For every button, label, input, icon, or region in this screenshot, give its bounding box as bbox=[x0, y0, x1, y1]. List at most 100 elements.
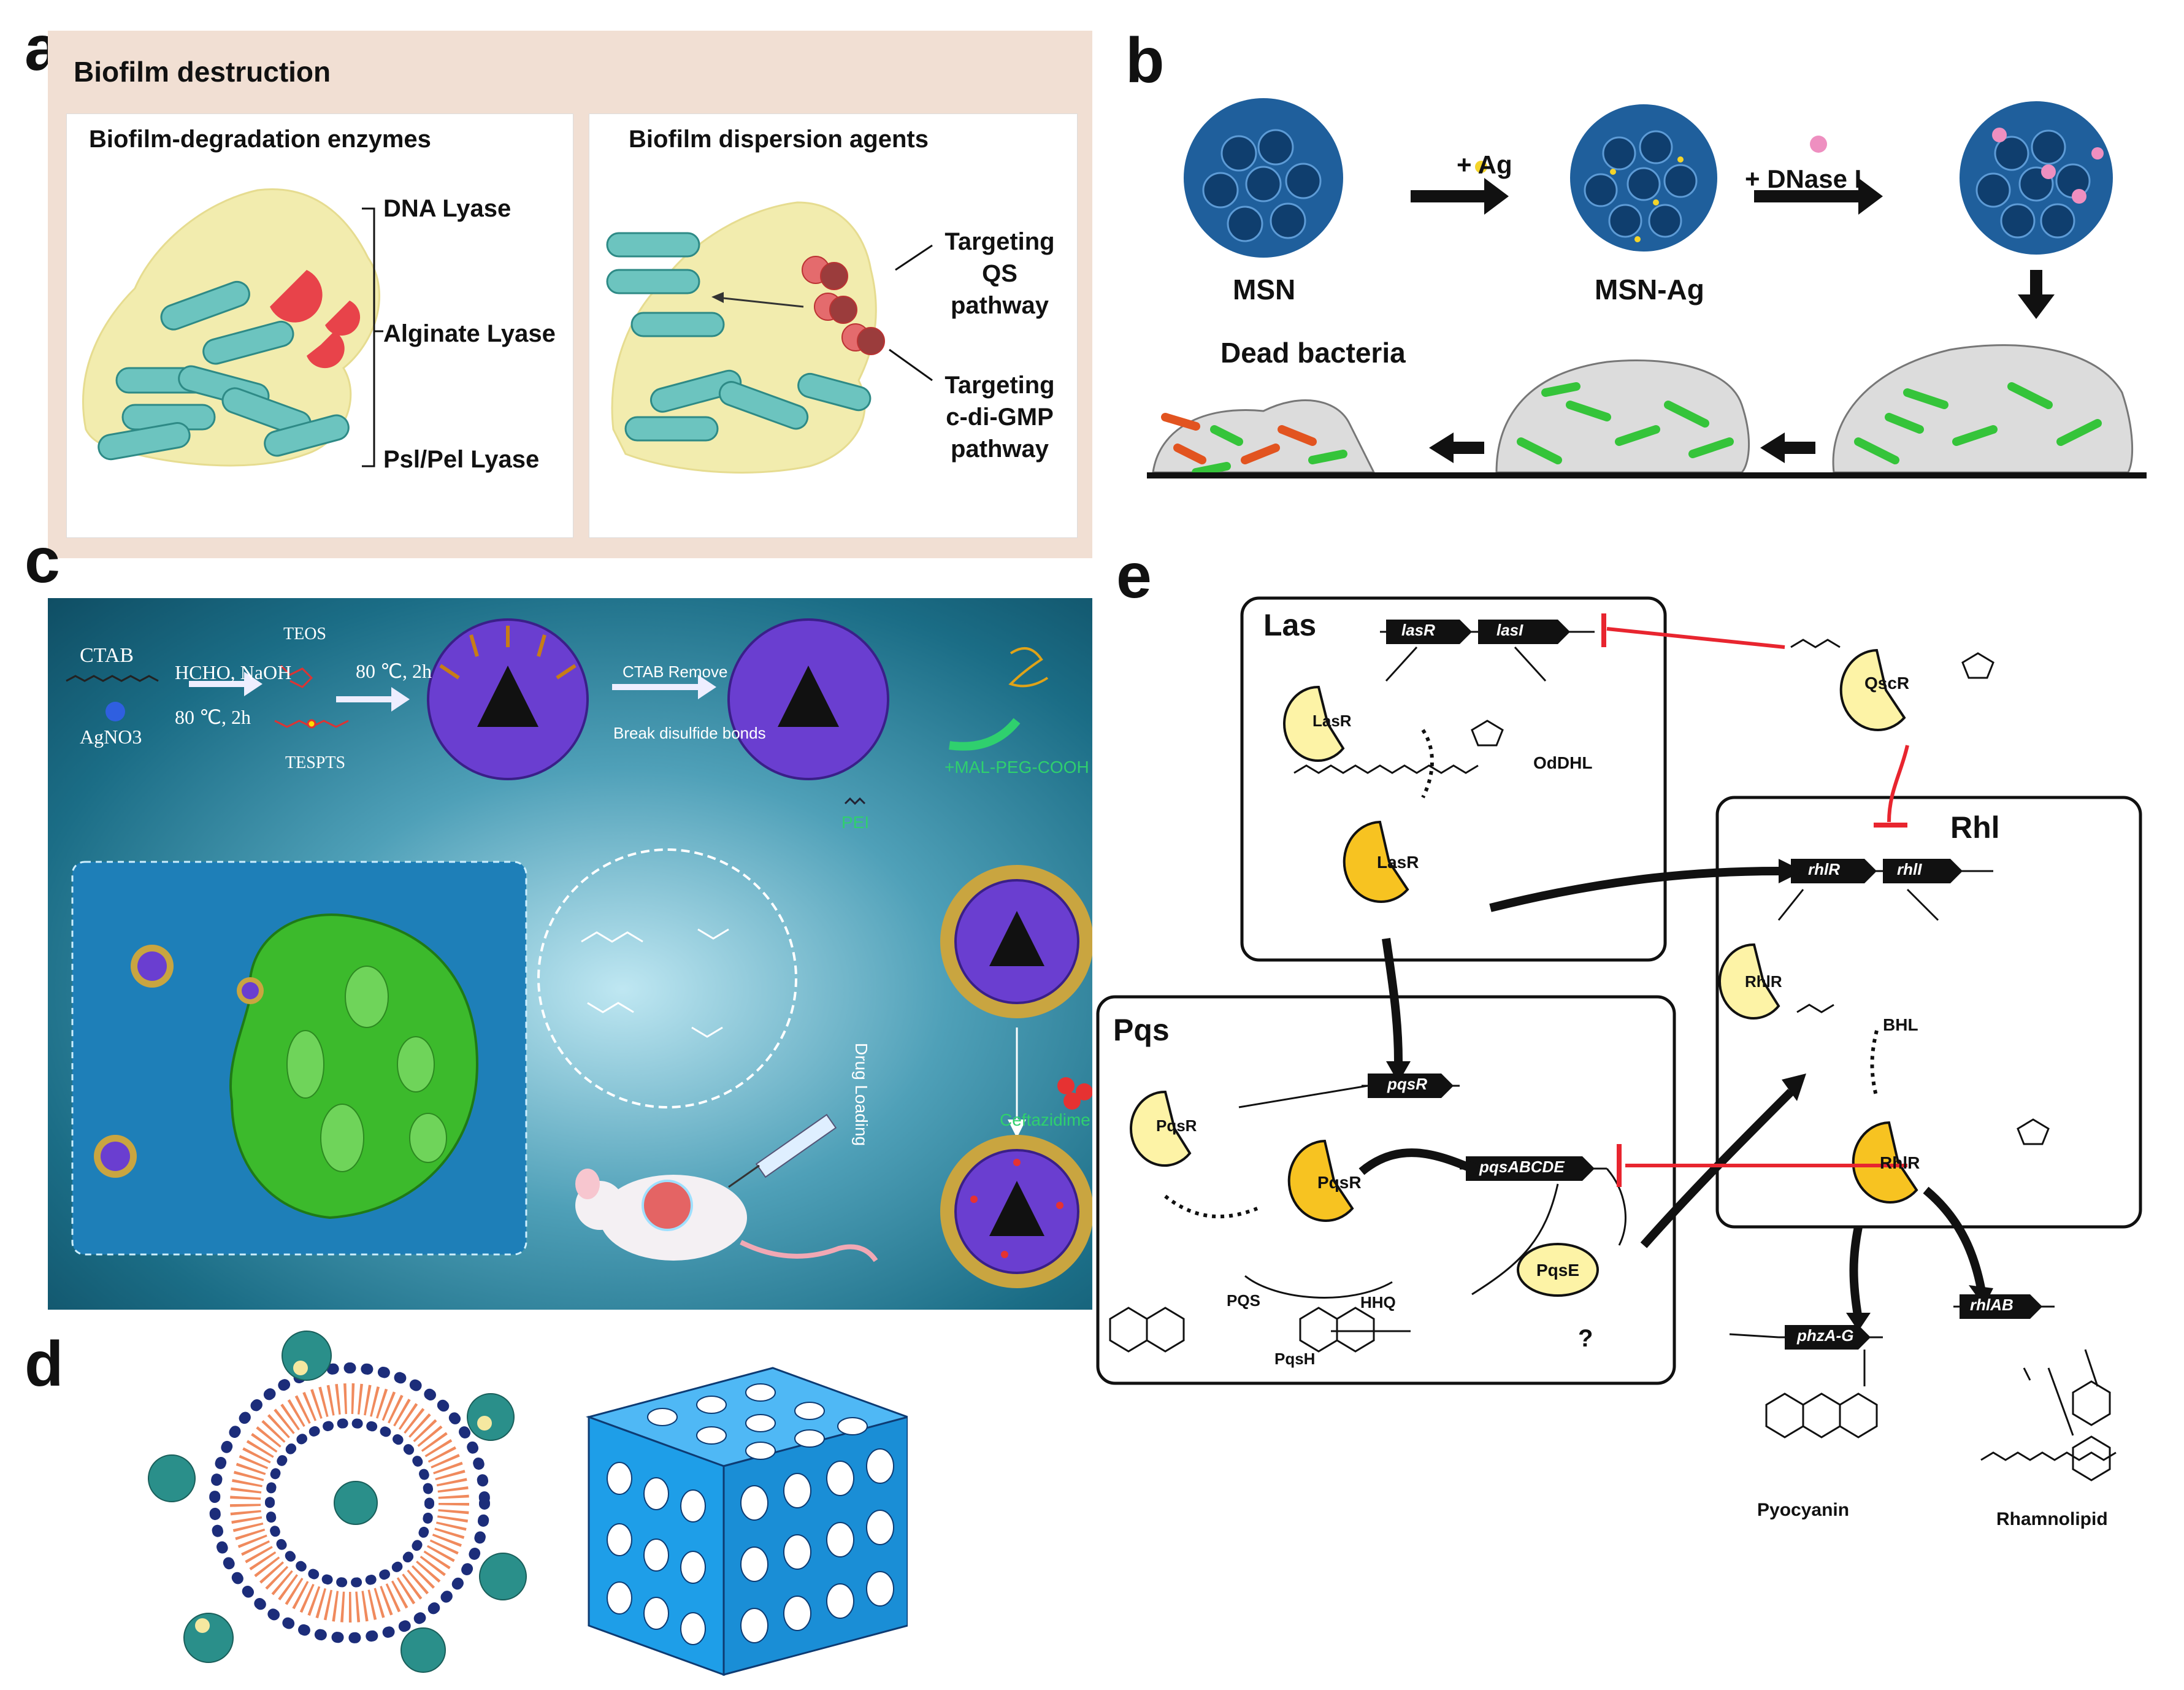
label-pqs: Pqs bbox=[1113, 1013, 1170, 1047]
rhlr-pale bbox=[1718, 943, 1780, 1020]
substrate-line bbox=[1147, 472, 2147, 478]
sphere-4 bbox=[940, 1135, 1092, 1288]
label-agno3: AgNO3 bbox=[80, 726, 142, 748]
qs-line-1: Targeting bbox=[944, 228, 1055, 255]
porous-cube bbox=[586, 1367, 908, 1677]
arrow-left-2 bbox=[1760, 432, 1815, 463]
biofilm-treated bbox=[1495, 359, 1750, 474]
lactone-1 bbox=[1961, 652, 1994, 679]
lasr-gold bbox=[1343, 820, 1409, 903]
oddhl-structure bbox=[1293, 764, 1479, 774]
sphere-1 bbox=[427, 618, 589, 780]
molecule-label-pqsh: PqsH bbox=[1274, 1350, 1316, 1368]
sphere-3 bbox=[940, 865, 1092, 1018]
dispersion-agents bbox=[802, 256, 885, 355]
liposome bbox=[148, 1331, 527, 1673]
label-mal-peg: +MAL-PEG-COOH bbox=[944, 758, 1089, 777]
msn-ag-label: MSN-Ag bbox=[1595, 274, 1704, 305]
msn-ag-particle bbox=[1570, 104, 1717, 252]
dead-bacteria-label: Dead bacteria bbox=[1220, 337, 1406, 369]
lactone-3 bbox=[2017, 1118, 2050, 1145]
gene-pqsR bbox=[1362, 1074, 1460, 1098]
panel-a-title: Biofilm destruction bbox=[74, 56, 331, 88]
protein-label-pqsr-2: PqsR bbox=[1317, 1173, 1362, 1192]
bacteria-right bbox=[606, 232, 872, 442]
rhl-box bbox=[1715, 796, 2142, 1229]
panel-e-letter: e bbox=[1116, 540, 1152, 612]
molecule-label-hhq: HHQ bbox=[1360, 1293, 1396, 1312]
label-las: Las bbox=[1263, 608, 1317, 642]
msn-particle bbox=[1184, 98, 1343, 258]
panel-c-letter: c bbox=[25, 525, 60, 596]
pqsr-pale bbox=[1130, 1090, 1192, 1167]
molecule-label-bhl: BHL bbox=[1883, 1015, 1918, 1034]
las-box bbox=[1240, 596, 1667, 962]
protein-label-lasr-1: LasR bbox=[1312, 712, 1352, 730]
bhl-structure bbox=[1796, 1004, 1834, 1013]
molecule-label-pyocyanin: Pyocyanin bbox=[1757, 1500, 1850, 1520]
protein-label-lasr-2: LasR bbox=[1377, 853, 1419, 872]
panel-c-drawing bbox=[66, 618, 1092, 1288]
lasr-pale bbox=[1283, 685, 1345, 762]
label-teos: TEOS bbox=[283, 624, 326, 643]
gene-label-rhlAB: rhlAB bbox=[1970, 1296, 2013, 1314]
qscr bbox=[1839, 648, 1906, 731]
panel-e-molecules bbox=[1109, 639, 2117, 1481]
ctab-chain bbox=[66, 675, 159, 682]
panel-b-drawing bbox=[1147, 98, 2147, 478]
label-dna-lyase: DNA Lyase bbox=[383, 195, 512, 222]
label-pei: PEI bbox=[841, 813, 870, 832]
cdg-line-3: pathway bbox=[950, 436, 1049, 463]
panel-a-right-heading: Biofilm dispersion agents bbox=[629, 126, 929, 153]
cdg-line-2: c-di-GMP bbox=[946, 404, 1054, 431]
panel-a-left-heading: Biofilm-degradation enzymes bbox=[89, 126, 431, 153]
panel-d-letter: d bbox=[25, 1329, 64, 1400]
rhamnolipid-sugar bbox=[2072, 1380, 2111, 1481]
label-targeting-cdg: Targeting c-di-GMP pathway bbox=[932, 369, 1067, 465]
label-cond3: 80 ℃, 2h bbox=[356, 660, 432, 682]
panel-b-letter: b bbox=[1125, 25, 1165, 96]
gene-label-rhlR: rhlR bbox=[1808, 860, 1840, 878]
hhq-ring bbox=[1299, 1307, 1375, 1353]
step-ag-label: + Ag bbox=[1457, 150, 1512, 179]
label-cond2: 80 ℃, 2h bbox=[175, 706, 251, 728]
label-cond1: HCHO, NaOH bbox=[175, 661, 292, 683]
qs-line-3: pathway bbox=[950, 292, 1049, 319]
label-drug-loading: Drug Loading bbox=[852, 1043, 871, 1147]
protein-label-qscr: QscR bbox=[1864, 674, 1910, 693]
label-rhl: Rhl bbox=[1950, 810, 2000, 845]
label-targeting-qs: Targeting QS pathway bbox=[938, 226, 1061, 321]
tespts-molecule bbox=[274, 719, 349, 729]
gene-label-rhlI: rhlI bbox=[1897, 860, 1922, 878]
arrow-dnase bbox=[1754, 178, 1883, 215]
gene-label-lasR: lasR bbox=[1401, 621, 1435, 639]
molecule-label-pqs: PQS bbox=[1227, 1291, 1260, 1310]
teos-molecule bbox=[280, 664, 313, 688]
gene-label-lasI: lasI bbox=[1496, 621, 1523, 639]
msn-label: MSN bbox=[1233, 274, 1296, 305]
molecule-label-oddhl: OdDHL bbox=[1533, 753, 1593, 772]
label-break-disulfide: Break disulfide bonds bbox=[613, 724, 766, 742]
pqs-box bbox=[1096, 995, 1676, 1385]
lactone-2 bbox=[1471, 720, 1504, 747]
protein-label-rhlr-2: RhlR bbox=[1880, 1153, 1920, 1172]
biofilm-blob-left bbox=[82, 188, 381, 467]
pqse bbox=[1517, 1243, 1599, 1297]
protein-ribbon bbox=[1008, 647, 1049, 688]
gene-lasR-lasI bbox=[1380, 620, 1595, 644]
panel-d-drawing bbox=[148, 1331, 908, 1677]
silica-cage bbox=[537, 848, 797, 1108]
pyocyanin-ring bbox=[1765, 1392, 1878, 1438]
qscr-chain bbox=[1790, 639, 1841, 648]
protein-label-pqse: PqsE bbox=[1536, 1261, 1580, 1280]
pqs-ring bbox=[1109, 1307, 1185, 1353]
syringe bbox=[728, 1113, 837, 1188]
msn-dnase-particle bbox=[1960, 101, 2113, 255]
protein-label-rhlr-1: RhlR bbox=[1745, 972, 1782, 991]
label-psl-pel-lyase: Psl/Pel Lyase bbox=[383, 446, 540, 473]
gene-label-pqsR: pqsR bbox=[1387, 1075, 1427, 1093]
nano-particles-inset bbox=[94, 945, 264, 1178]
cdg-line-1: Targeting bbox=[944, 372, 1055, 399]
biofilm-dead bbox=[1152, 399, 1376, 477]
gene-phzAG bbox=[1779, 1325, 1883, 1350]
